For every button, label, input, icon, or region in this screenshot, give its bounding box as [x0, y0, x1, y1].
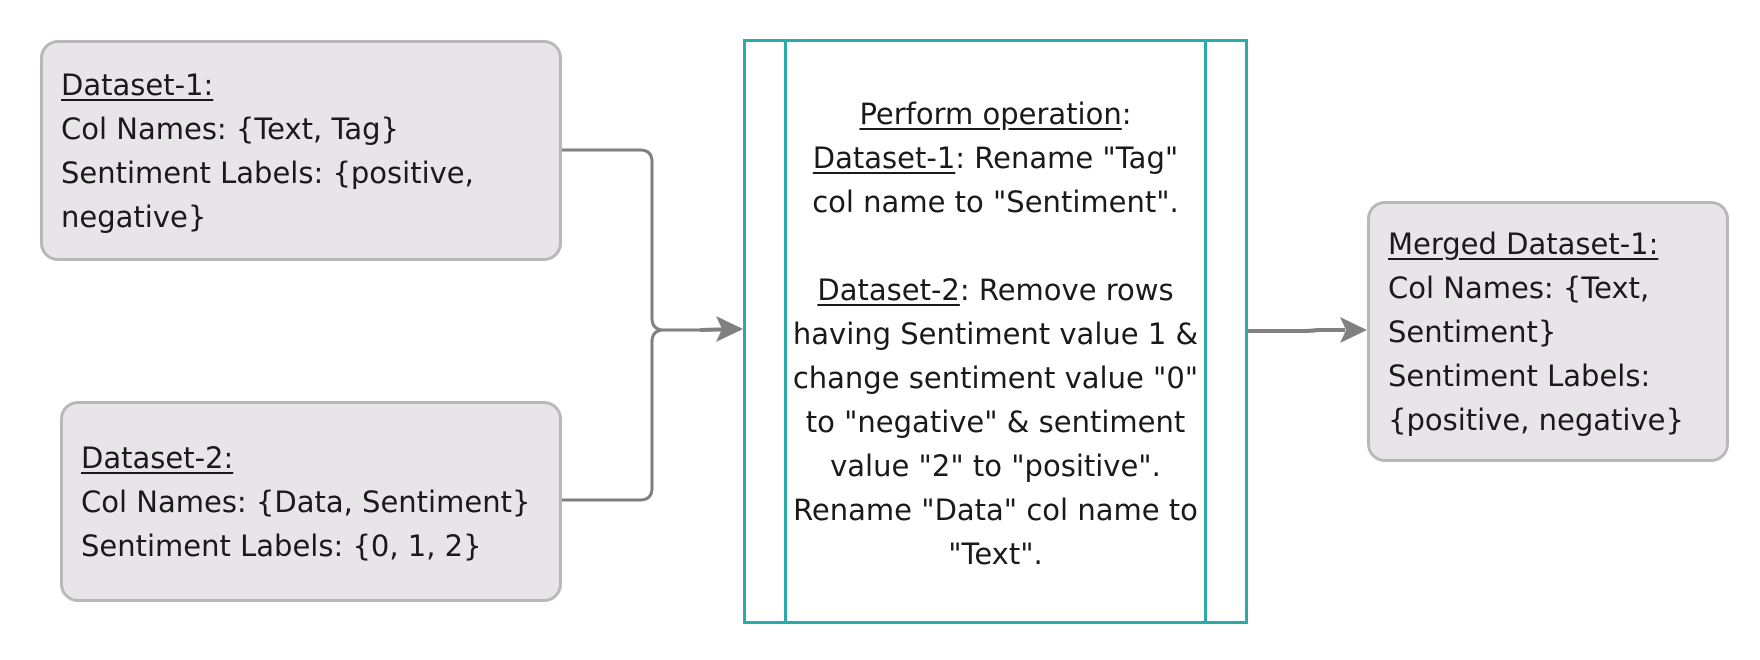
operation-heading: Perform operation [859, 97, 1122, 131]
dataset2-title: Dataset-2: [81, 440, 234, 475]
process-right-rail [1204, 42, 1207, 621]
process-left-rail [784, 42, 787, 621]
dataset2-box: Dataset-2: Col Names: {Data, Sentiment} … [60, 401, 562, 602]
operation-text: Perform operation: Dataset-1: Rename "Tag… [790, 92, 1201, 576]
operation-step1-text: : Rename "Tag" col name to "Sentiment". [812, 141, 1179, 219]
arrowhead-into-merged [1340, 317, 1367, 343]
operation-heading-suffix: : [1121, 97, 1132, 131]
dataset1-labels-line2: negative} [61, 199, 207, 234]
dataset1-box: Dataset-1: Col Names: {Text, Tag} Sentim… [40, 40, 562, 261]
arrowhead-into-operation [716, 316, 743, 342]
connector-dataset1-to-operation [562, 148, 705, 332]
merged-title: Merged Dataset-1: [1388, 226, 1659, 261]
merged-labels-line2: {positive, negative} [1388, 402, 1684, 437]
operation-step1-label: Dataset-1 [812, 141, 956, 175]
operation-heading-line: Perform operation: Dataset-1: Rename "Tag… [790, 92, 1201, 224]
merged-col-names-line2: Sentiment} [1388, 314, 1557, 349]
connector-dataset2-to-operation [562, 328, 705, 502]
merged-labels-line1: Sentiment Labels: [1388, 358, 1651, 393]
dataset2-labels: Sentiment Labels: {0, 1, 2} [81, 528, 482, 563]
operation-step2: Dataset-2: Remove rows having Sentiment … [790, 268, 1201, 576]
dataset1-title: Dataset-1: [61, 67, 214, 102]
operation-step2-text: : Remove rows having Sentiment value 1 &… [792, 273, 1199, 571]
merged-col-names-line1: Col Names: {Text, [1388, 270, 1650, 305]
operation-process-box: Perform operation: Dataset-1: Rename "Tag… [743, 39, 1248, 624]
connector-operation-to-merged [1248, 328, 1345, 333]
merged-dataset-box: Merged Dataset-1: Col Names: {Text, Sent… [1367, 201, 1729, 462]
dataset1-labels-line1: Sentiment Labels: {positive, [61, 155, 474, 190]
dataset1-col-names: Col Names: {Text, Tag} [61, 111, 400, 146]
operation-step2-label: Dataset-2 [817, 273, 960, 307]
dataset2-col-names: Col Names: {Data, Sentiment} [81, 484, 531, 519]
